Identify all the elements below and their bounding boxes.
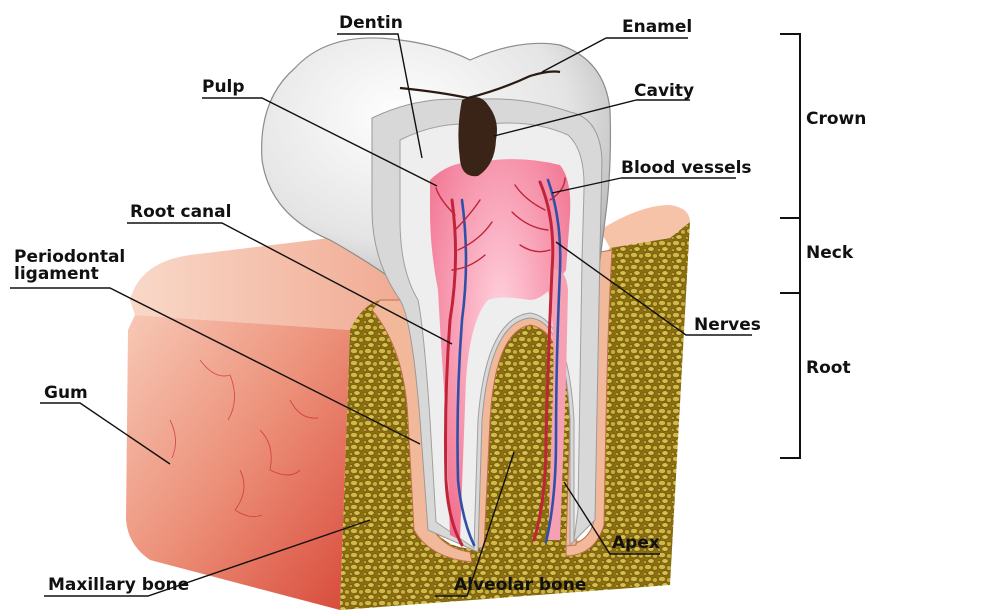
label-alveolar-bone: Alveolar bone	[454, 575, 587, 595]
label-blood-vessels: Blood vessels	[621, 158, 752, 178]
region-label-root: Root	[806, 358, 851, 378]
label-enamel: Enamel	[622, 17, 693, 37]
label-periodontal-line1: Periodontal	[14, 247, 126, 267]
cavity	[458, 96, 497, 177]
gum-top-face	[130, 238, 420, 330]
pulp-root-canal-right	[548, 269, 568, 540]
label-pulp: Pulp	[202, 77, 245, 97]
gum-capillaries	[169, 359, 319, 518]
label-dentin: Dentin	[339, 13, 403, 33]
label-maxillary-bone: Maxillary bone	[48, 575, 190, 595]
label-cavity: Cavity	[634, 81, 695, 101]
region-label-neck: Neck	[806, 243, 854, 263]
gum-front-face	[126, 315, 350, 610]
enamel-crack	[399, 70, 561, 100]
region-bracket	[780, 33, 801, 459]
label-apex: Apex	[612, 533, 660, 553]
gum-top-face-right	[600, 205, 690, 248]
leader-lines	[10, 33, 752, 597]
region-label-crown: Crown	[806, 109, 867, 129]
label-periodontal-line2: ligament	[14, 264, 99, 284]
vessels	[435, 177, 566, 547]
label-root-canal: Root canal	[130, 202, 232, 222]
label-nerves: Nerves	[694, 315, 761, 335]
label-gum: Gum	[44, 383, 88, 403]
